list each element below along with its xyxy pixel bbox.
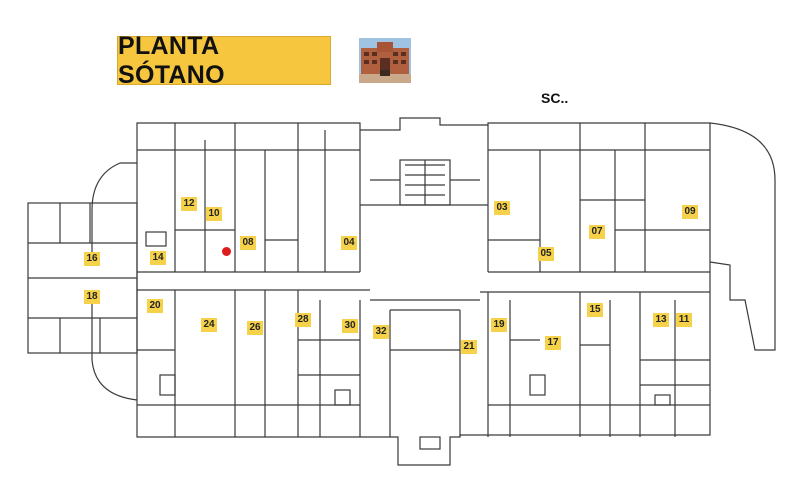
room-badge-16[interactable]: 16 — [84, 252, 100, 266]
room-badge-18[interactable]: 18 — [84, 290, 100, 304]
room-badge-24[interactable]: 24 — [201, 318, 217, 332]
room-badge-07[interactable]: 07 — [589, 225, 605, 239]
room-badge-26[interactable]: 26 — [247, 321, 263, 335]
room-badge-13[interactable]: 13 — [653, 313, 669, 327]
orientation-label: SC.. — [541, 90, 569, 106]
room-badge-05[interactable]: 05 — [538, 247, 554, 261]
room-badge-20[interactable]: 20 — [147, 299, 163, 313]
room-badge-12[interactable]: 12 — [181, 197, 197, 211]
floor-title: PLANTA SÓTANO — [118, 31, 225, 89]
room-badge-14[interactable]: 14 — [150, 251, 166, 265]
room-badge-19[interactable]: 19 — [491, 318, 507, 332]
room-badge-04[interactable]: 04 — [341, 236, 357, 250]
floor-title-banner: PLANTA SÓTANO — [117, 32, 331, 89]
building-photo — [359, 38, 411, 83]
room-badge-15[interactable]: 15 — [587, 303, 603, 317]
room-badge-03[interactable]: 03 — [494, 201, 510, 215]
room-badge-28[interactable]: 28 — [295, 313, 311, 327]
room-badge-32[interactable]: 32 — [373, 325, 389, 339]
room-badge-09[interactable]: 09 — [682, 205, 698, 219]
room-badge-08[interactable]: 08 — [240, 236, 256, 250]
room-badge-30[interactable]: 30 — [342, 319, 358, 333]
location-marker-icon — [222, 247, 231, 256]
room-badge-17[interactable]: 17 — [545, 336, 561, 350]
room-badge-11[interactable]: 11 — [676, 313, 692, 327]
room-badge-21[interactable]: 21 — [461, 340, 477, 354]
room-badge-10[interactable]: 10 — [206, 207, 222, 221]
